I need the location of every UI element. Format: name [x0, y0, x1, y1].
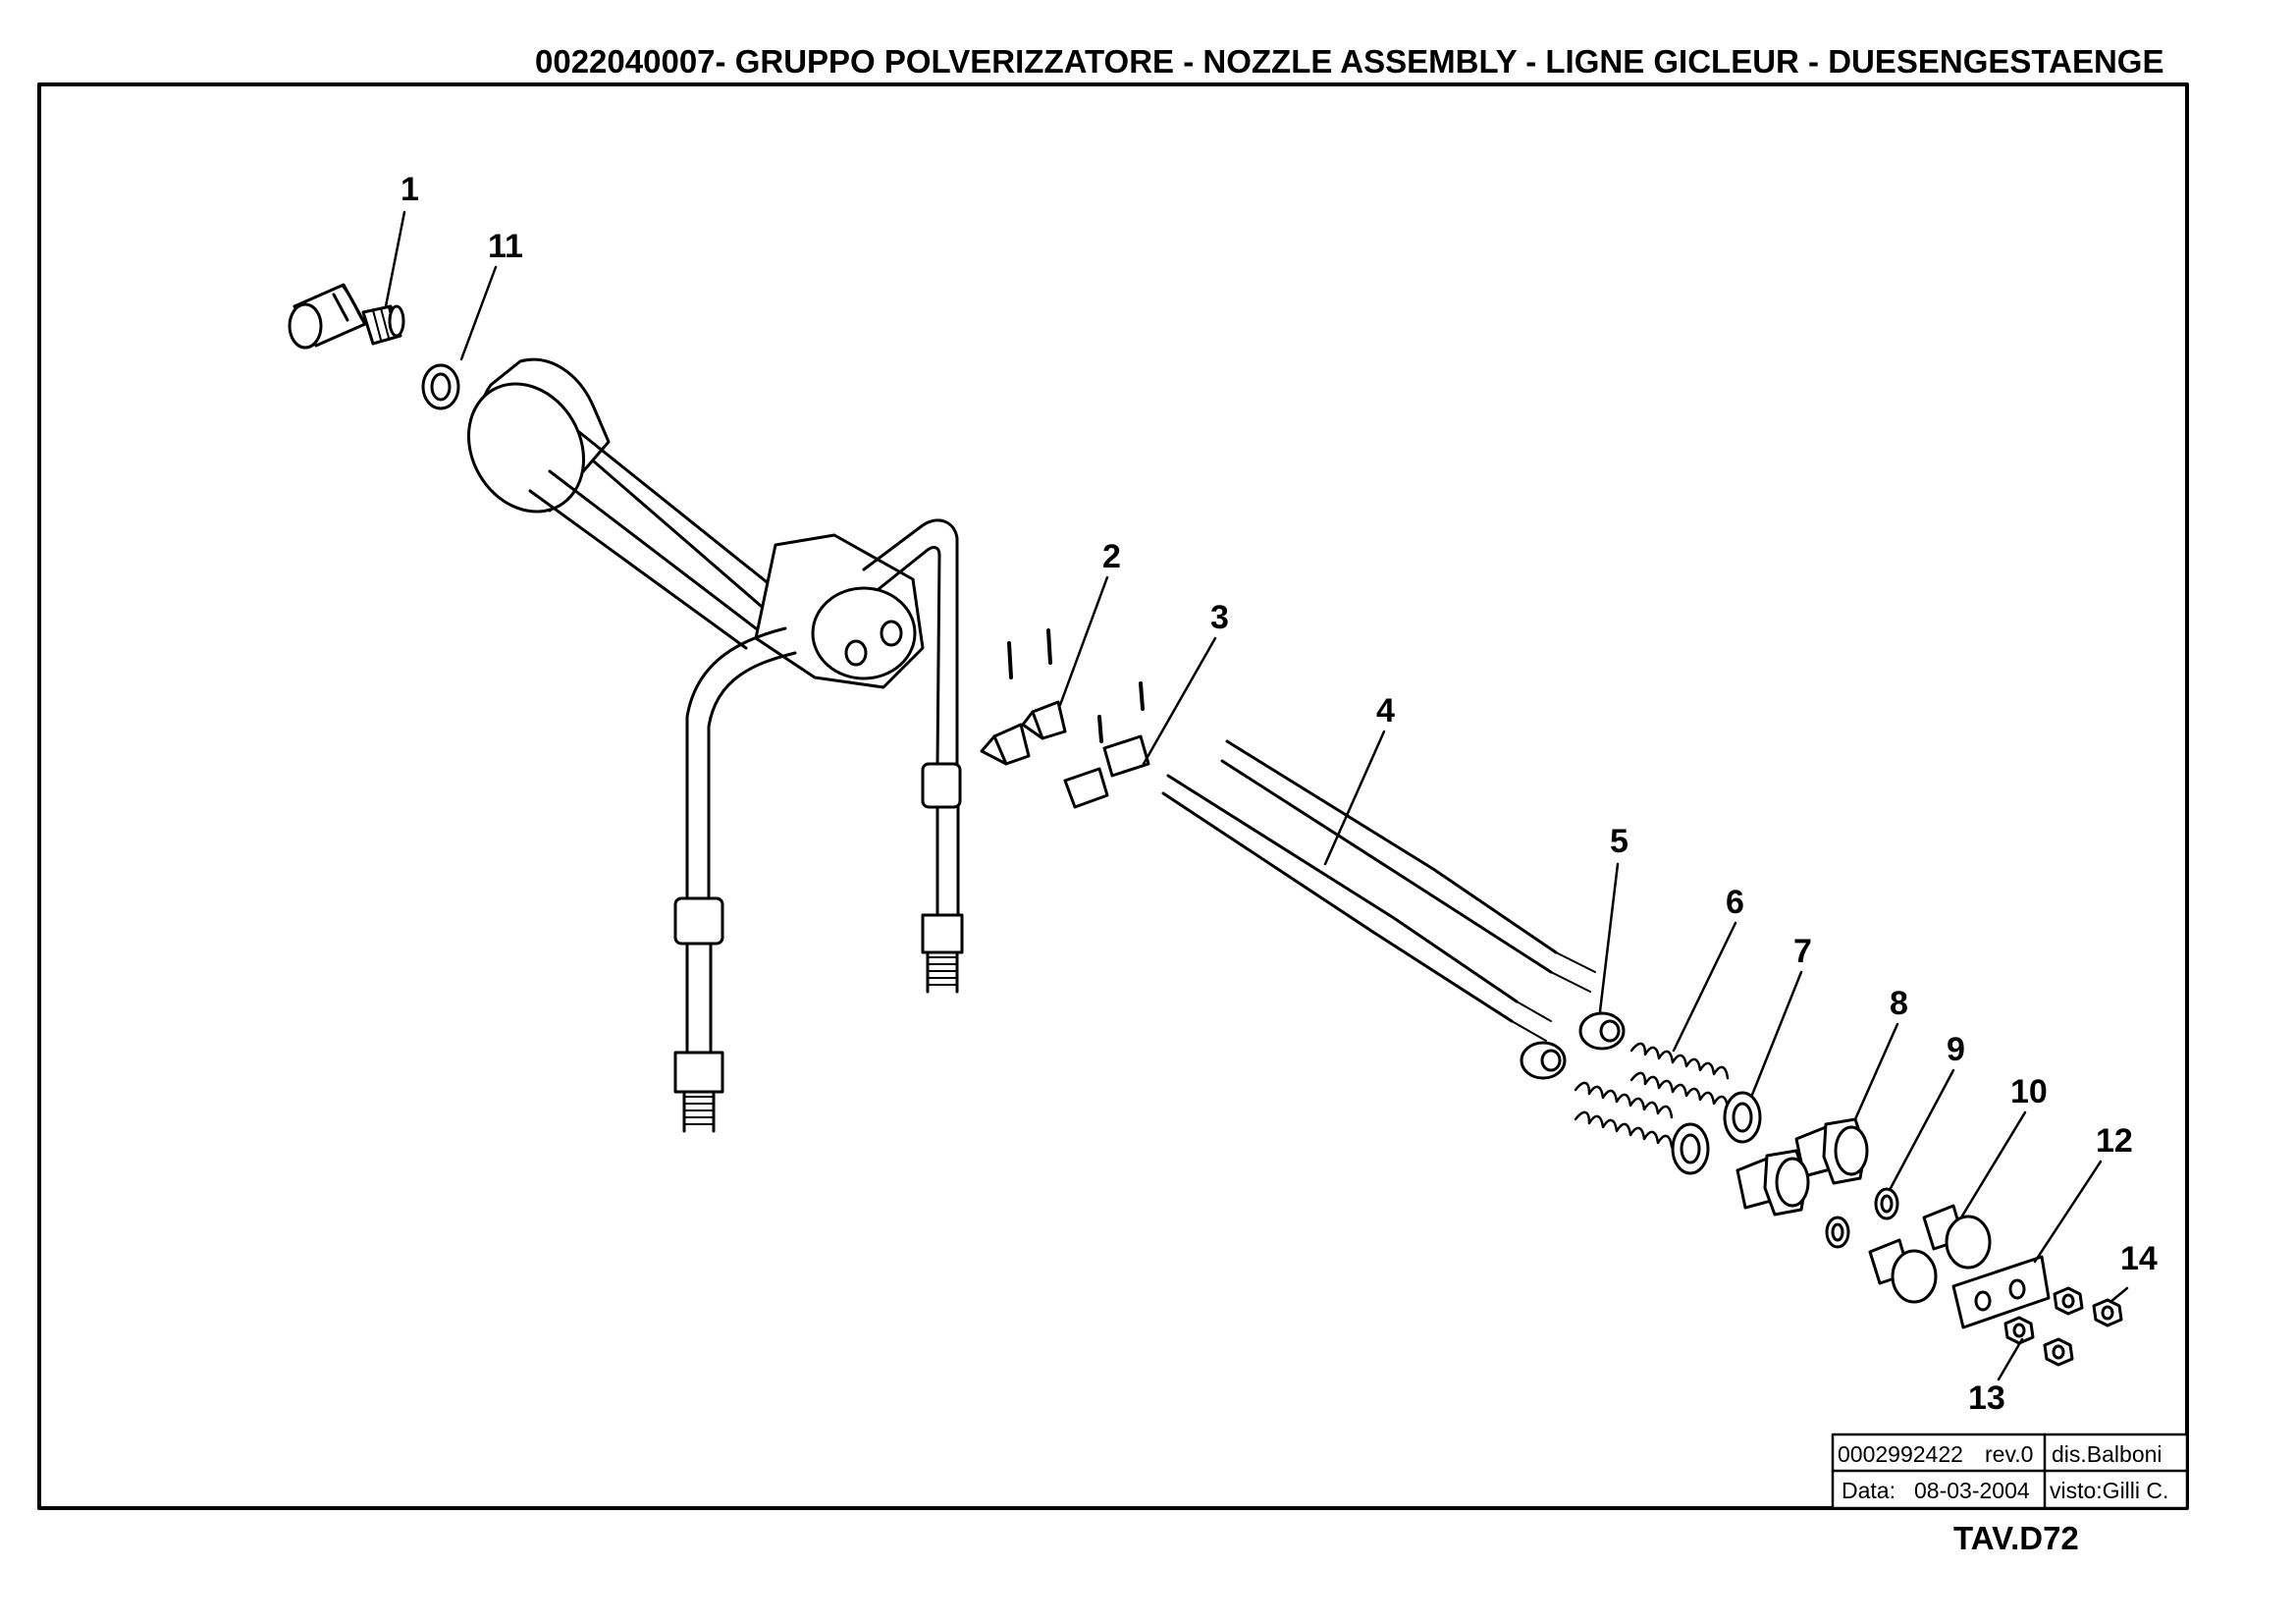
part-3-needle-heads	[1063, 681, 1150, 809]
part-4-rods	[1161, 739, 1596, 1042]
callout-1: 1	[400, 171, 419, 208]
callout-10: 10	[2010, 1073, 2048, 1110]
part-6-springs	[1574, 1042, 1730, 1149]
part-5-bushings	[1520, 1011, 1626, 1080]
callout-4: 4	[1376, 692, 1395, 730]
callout-3: 3	[1210, 599, 1229, 636]
title-block	[1831, 1433, 2189, 1510]
part-7-rings	[1671, 1091, 1762, 1175]
part-11-seal-ring	[421, 363, 460, 410]
sheet-number: TAV.D72	[1953, 1520, 2079, 1556]
part-13-14-nuts	[2003, 1286, 2123, 1367]
drawing-frame	[37, 82, 2189, 1510]
callout-8: 8	[1890, 985, 1908, 1022]
callout-12: 12	[2096, 1122, 2133, 1160]
callout-11: 11	[488, 228, 523, 265]
title-block-revision: rev.0	[1985, 1441, 2033, 1467]
title-block-designer: dis.Balboni	[2052, 1441, 2163, 1467]
callout-14: 14	[2120, 1240, 2158, 1277]
part-10-plugs	[1868, 1204, 1992, 1304]
part-2-nozzles	[980, 628, 1067, 766]
title-block-checked-by: visto:Gilli C.	[2050, 1478, 2168, 1503]
callout-2: 2	[1102, 538, 1121, 575]
callout-13: 13	[1968, 1380, 2005, 1417]
callout-5: 5	[1610, 823, 1629, 860]
part-12-plate	[1951, 1255, 2051, 1329]
callout-9: 9	[1947, 1031, 1965, 1068]
title-block-drawing-number: 0002992422	[1838, 1441, 1963, 1467]
callout-6: 6	[1726, 884, 1744, 921]
manifold-body	[466, 357, 964, 1133]
leader-lines	[384, 210, 2129, 1381]
part-1-connector	[288, 283, 405, 350]
part-8-fittings	[1735, 1117, 1869, 1217]
title-block-date-label: Data:	[1842, 1478, 1896, 1503]
drawing-title: 0022040007- GRUPPO POLVERIZZATORE - NOZZ…	[535, 43, 2164, 80]
callout-7: 7	[1793, 933, 1812, 970]
part-9-washers	[1825, 1187, 1899, 1249]
title-block-date: 08-03-2004	[1914, 1478, 2030, 1503]
